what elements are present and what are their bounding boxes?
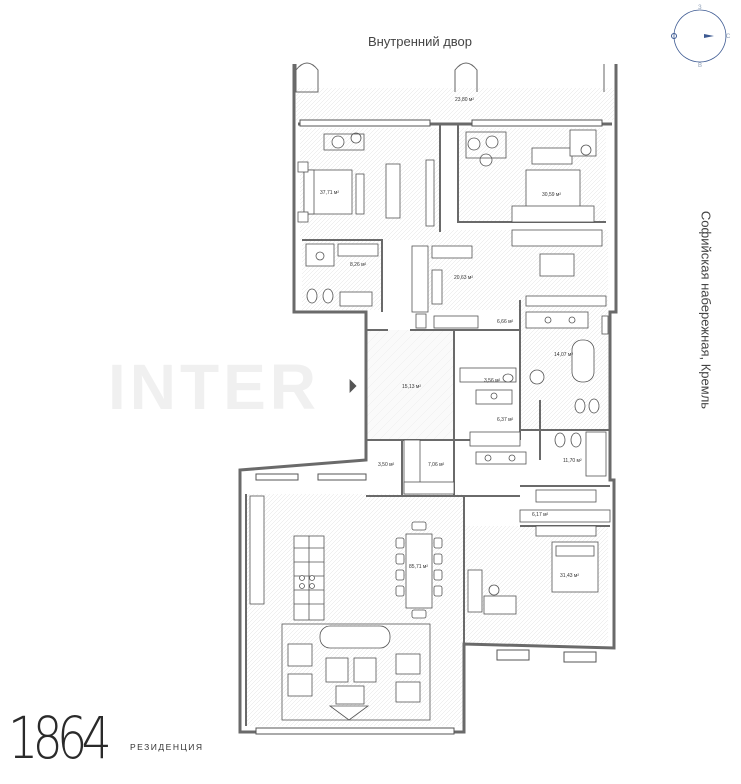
bedroom-right-furniture: [465, 129, 607, 307]
area-bath-master: 14,07 м²: [554, 352, 573, 358]
compass-ring: [673, 9, 727, 63]
area-wardrobe: 20,63 м²: [454, 275, 473, 281]
wardrobe-furniture: [415, 245, 479, 329]
area-living-dining: 85,71 м²: [409, 564, 428, 570]
area-laundry: 6,37 м²: [497, 417, 514, 423]
bath-master-fixtures: [525, 311, 609, 414]
compass: З С В Ю: [671, 5, 731, 68]
compass-e: С: [726, 34, 731, 40]
area-bedroom-lower: 31,43 м²: [560, 573, 579, 579]
area-bedroom-right: 30,59 м²: [542, 192, 561, 198]
brand-logo: 1864 РЕЗИДЕНЦИЯ: [4, 704, 264, 772]
hall-fixtures: [349, 367, 521, 495]
area-bath-lower: 11,70 м²: [563, 458, 582, 464]
courtyard-facade: [295, 62, 605, 93]
compass-n: З: [698, 5, 702, 11]
compass-s: В: [698, 63, 702, 68]
area-wardrobe-lower: 6,17 м²: [532, 512, 549, 518]
area-wc-small: 3,56 м²: [484, 378, 501, 384]
bedroom-left-furniture: [297, 132, 435, 313]
room-area-labels: 23,80 м² 37,71 м² 30,59 м² 8,26 м² 20,63…: [320, 97, 582, 579]
area-hall: 15,13 м²: [402, 384, 421, 390]
sun-icon: [671, 33, 677, 39]
windows: [255, 119, 603, 735]
living-dining-furniture: [249, 495, 443, 721]
area-corridor-upper: 6,66 м²: [497, 319, 514, 325]
area-bedroom-left: 37,71 м²: [320, 190, 339, 196]
area-bath-left: 8,26 м²: [350, 262, 367, 268]
brand-subtitle: РЕЗИДЕНЦИЯ: [130, 742, 204, 752]
compass-arrow-icon: [704, 34, 714, 38]
courtyard-label: Внутренний двор: [367, 34, 473, 49]
bath-left-fixtures: [305, 243, 379, 307]
area-utility: 7,06 м²: [428, 462, 445, 468]
area-storage: 3,50 м²: [378, 462, 395, 468]
interior-walls: [245, 124, 610, 726]
embankment-label: Софийская набережная, Кремль: [698, 210, 714, 410]
area-terrace: 23,80 м²: [455, 97, 474, 103]
bedroom-lower-furniture: [467, 489, 611, 615]
brand-number: 1864: [8, 704, 112, 772]
bath-lower-fixtures: [475, 431, 607, 477]
